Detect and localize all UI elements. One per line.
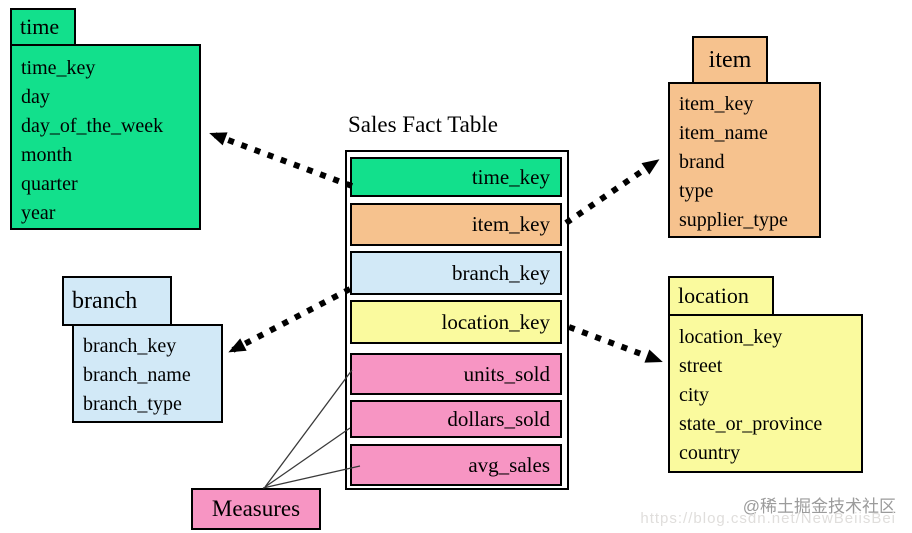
watermark: @稀土掘金技术社区 https://blog.csdn.net/NewBeiis… xyxy=(640,492,896,527)
arrow-branch-key xyxy=(228,286,352,354)
measures-box: Measures xyxy=(191,488,321,530)
time-table-body: time_key day day_of_the_week month quart… xyxy=(10,44,201,230)
fact-row-item-key: item_key xyxy=(350,203,562,246)
location-table-body: location_key street city state_or_provin… xyxy=(668,314,863,473)
time-field: time_key xyxy=(21,57,96,79)
location-field: state_or_province xyxy=(679,413,823,435)
branch-table-tab: branch xyxy=(62,276,172,326)
location-field: city xyxy=(679,384,709,406)
time-field: year xyxy=(21,202,56,224)
item-field: supplier_type xyxy=(679,209,788,231)
fact-table-title: Sales Fact Table xyxy=(348,112,498,137)
location-table-tab: location xyxy=(668,276,774,316)
item-field: brand xyxy=(679,151,725,173)
time-field: day xyxy=(21,86,50,108)
branch-field: branch_name xyxy=(83,364,191,386)
time-field: day_of_the_week xyxy=(21,115,164,137)
fact-row-avg-sales: avg_sales xyxy=(350,444,562,486)
item-field: item_key xyxy=(679,93,754,115)
fact-row-branch-key: branch_key xyxy=(350,251,562,295)
location-field: location_key xyxy=(679,326,783,348)
item-field: type xyxy=(679,180,714,202)
time-table-title: time xyxy=(20,14,60,39)
measures-label: Measures xyxy=(211,496,301,521)
branch-table-body: branch_key branch_name branch_type xyxy=(72,324,223,423)
measure-line-units-sold xyxy=(264,369,353,488)
time-field: quarter xyxy=(21,173,78,195)
fact-row-time-key: time_key xyxy=(350,157,562,197)
measure-line-dollars-sold xyxy=(264,427,351,488)
branch-field: branch_type xyxy=(83,393,182,415)
time-table-tab: time xyxy=(10,8,76,46)
fact-row-location-key: location_key xyxy=(350,300,562,344)
arrow-item-key xyxy=(564,158,660,226)
arrow-time-key xyxy=(209,131,354,189)
item-table-title: item xyxy=(708,47,752,73)
watermark-text: @稀土掘金技术社区 xyxy=(742,497,896,516)
item-field: item_name xyxy=(679,122,768,144)
fact-table: time_key item_key branch_key location_ke… xyxy=(345,150,569,490)
branch-table-title: branch xyxy=(72,287,138,314)
fact-row-dollars-sold: dollars_sold xyxy=(350,400,562,438)
fact-row-units-sold: units_sold xyxy=(350,353,562,395)
item-table-tab: item xyxy=(692,36,768,85)
location-field: street xyxy=(679,355,723,377)
time-field: month xyxy=(21,144,73,166)
watermark-url: https://blog.csdn.net/NewBeiisBei xyxy=(640,510,896,527)
location-field: country xyxy=(679,442,741,464)
branch-field: branch_key xyxy=(83,335,177,357)
arrow-location-key xyxy=(567,324,663,364)
item-table-body: item_key item_name brand type supplier_t… xyxy=(668,82,821,238)
location-table-title: location xyxy=(678,283,749,308)
